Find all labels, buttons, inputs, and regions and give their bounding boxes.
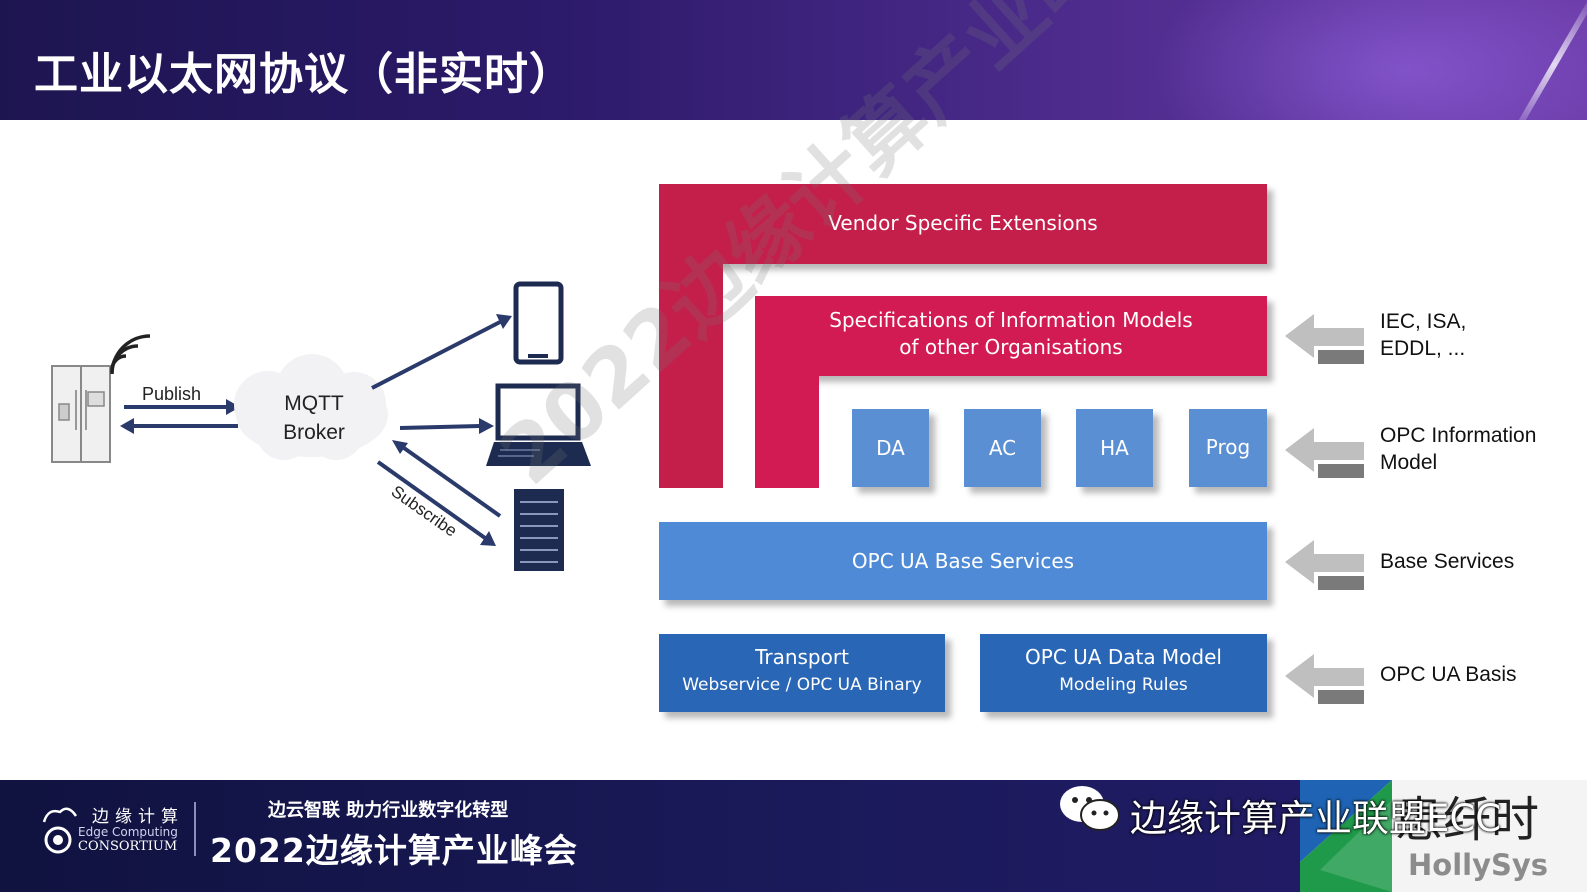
- laptop-icon: [486, 383, 591, 466]
- ecc-logo-text-zh: 边缘计算: [92, 807, 184, 827]
- arrow-icon-iec: [1285, 314, 1364, 364]
- wechat-account-name: 边缘计算产业联盟ECC: [1130, 797, 1502, 840]
- broker-label-line1: MQTT: [284, 392, 344, 415]
- info-models-side: [755, 374, 819, 488]
- vendor-extensions-top: Vendor Specific Extensions: [659, 184, 1267, 264]
- transport-title: Transport: [755, 645, 849, 669]
- data-model-block: OPC UA Data Model Modeling Rules: [980, 634, 1267, 712]
- base-services-block: OPC UA Base Services: [659, 522, 1267, 600]
- spec-box-ac: AC: [964, 409, 1041, 487]
- smart-fridge-icon: [51, 365, 111, 463]
- footer-divider: [194, 802, 196, 856]
- ecc-gear-logo-icon: [42, 807, 78, 854]
- label-iec-isa: IEC, ISA, EDDL, ...: [1380, 310, 1467, 360]
- publish-arrows: [120, 399, 240, 434]
- label-opc-information-model: OPC Information Model: [1380, 424, 1537, 474]
- broker-label-line2: Broker: [283, 421, 345, 444]
- info-models-top: Specifications of Information Models of …: [755, 296, 1267, 376]
- transport-subtitle: Webservice / OPC UA Binary: [682, 675, 922, 695]
- side-arrows: [1285, 314, 1364, 704]
- wireless-signal-icon: [110, 334, 151, 375]
- label-opc-ua-basis: OPC UA Basis: [1380, 663, 1517, 686]
- ecc-logo-text-en1: Edge Computing: [78, 825, 178, 839]
- company-name: HollySys: [1408, 848, 1549, 882]
- publish-label: Publish: [142, 384, 201, 404]
- mqtt-diagram: Publish MQTT Broker Subscribe: [51, 281, 591, 571]
- data-model-title: OPC UA Data Model: [1025, 645, 1222, 669]
- footer-slogan: 边云智联 助力行业数字化转型: [268, 800, 509, 821]
- label-base-services: Base Services: [1380, 550, 1515, 573]
- spec-box-prog: Prog: [1189, 409, 1267, 487]
- header-glow: [1147, 0, 1587, 120]
- broker-device-arrows: [371, 314, 512, 546]
- footer-summit-title: 2022边缘计算产业峰会: [210, 831, 578, 870]
- spec-box-ha: HA: [1076, 409, 1153, 487]
- header-banner: 工业以太网协议（非实时）: [0, 0, 1587, 120]
- spec-box-da: DA: [852, 409, 929, 487]
- server-rack-icon: [514, 489, 564, 571]
- info-models-line2: of other Organisations: [899, 335, 1123, 359]
- arrow-icon-opc-basis: [1285, 654, 1364, 704]
- vendor-extensions-side: [659, 262, 723, 488]
- company-script-logo: 患纤时: [1395, 792, 1540, 848]
- ecc-logo-text-en2: CONSORTIUM: [78, 839, 178, 854]
- info-models-line1: Specifications of Information Models: [829, 308, 1193, 332]
- data-model-subtitle: Modeling Rules: [1059, 675, 1188, 695]
- arrow-icon-opc-info: [1285, 428, 1364, 478]
- vendor-extensions-label: Vendor Specific Extensions: [828, 211, 1098, 235]
- hollysys-logo-icon: [1300, 780, 1392, 892]
- transport-block: Transport Webservice / OPC UA Binary: [659, 634, 945, 712]
- page-title: 工业以太网协议（非实时）: [34, 49, 574, 100]
- arrow-icon-base-services: [1285, 540, 1364, 590]
- company-logo-panel: [1300, 780, 1587, 892]
- base-services-label: OPC UA Base Services: [851, 549, 1075, 573]
- mqtt-broker-cloud: [234, 354, 388, 460]
- smartphone-icon: [513, 281, 564, 365]
- wechat-icon: [1060, 786, 1120, 831]
